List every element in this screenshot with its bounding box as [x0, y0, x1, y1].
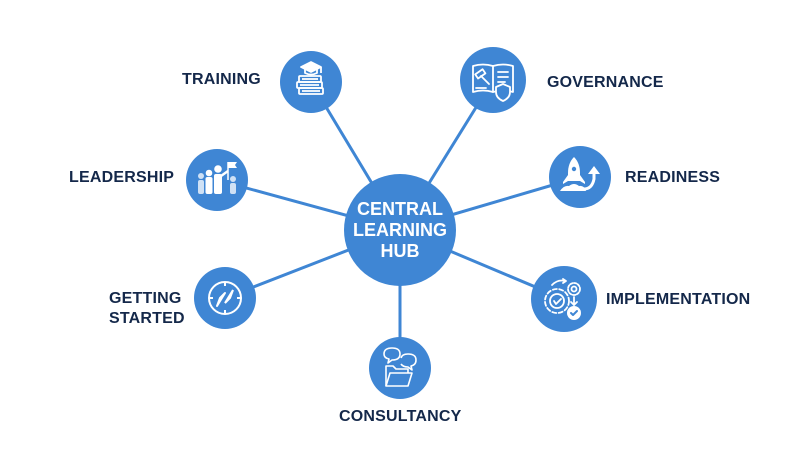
label-getting-started: GETTING STARTED	[109, 289, 185, 329]
node-training[interactable]	[280, 51, 342, 113]
rocket-arrow-icon	[560, 157, 600, 191]
node-governance[interactable]	[460, 47, 526, 113]
chat-folder-icon	[383, 347, 417, 387]
label-getting-started-line-1: GETTING	[109, 290, 182, 307]
team-flag-icon	[198, 162, 237, 194]
label-leadership: LEADERSHIP	[69, 169, 175, 186]
central-hub-node[interactable]	[344, 174, 456, 286]
node-leadership[interactable]	[186, 149, 248, 211]
label-governance: GOVERNANCE	[547, 74, 664, 91]
node-consultancy[interactable]	[369, 337, 431, 399]
gavel-book-shield-icon	[472, 63, 514, 102]
central-hub-label: CENTRAL LEARNING HUB	[340, 199, 460, 262]
label-training: TRAINING	[182, 71, 261, 88]
graduation-cap-books-icon	[296, 61, 324, 95]
label-implementation: IMPLEMENTATION	[606, 291, 751, 308]
label-getting-started-line-2: STARTED	[109, 310, 185, 327]
hub-line-1: CENTRAL	[357, 199, 443, 219]
label-consultancy: CONSULTANCY	[339, 408, 462, 425]
label-readiness: READINESS	[625, 169, 721, 186]
node-implementation[interactable]	[531, 266, 597, 332]
node-readiness[interactable]	[549, 146, 611, 208]
node-getting-started[interactable]	[194, 267, 256, 329]
hub-line-3: HUB	[380, 241, 420, 261]
compass-icon	[208, 281, 242, 315]
hub-line-2: LEARNING	[353, 220, 447, 240]
gears-check-icon	[544, 278, 581, 320]
